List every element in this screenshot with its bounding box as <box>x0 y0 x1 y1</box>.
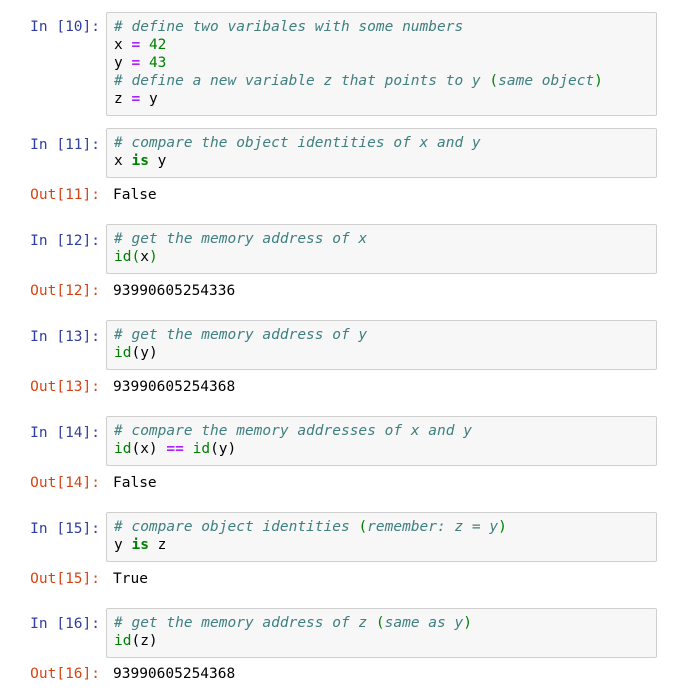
code-line: x = 42 <box>114 36 656 54</box>
code-line: id(z) <box>114 632 656 650</box>
code-token: ) <box>498 519 507 535</box>
code-token: id <box>114 441 132 457</box>
code-token <box>184 441 193 457</box>
code-token: ) <box>463 615 472 631</box>
code-cell-input[interactable]: # get the memory address of z (same as y… <box>106 608 657 658</box>
code-token: # get the memory address of z <box>114 615 376 631</box>
input-prompt: In [12]: <box>30 233 100 249</box>
cell-output: 93990605254336 <box>113 283 236 299</box>
code-line: x is y <box>114 152 656 170</box>
code-token: # compare the object identities of x and… <box>114 135 481 151</box>
output-prompt: Out[15]: <box>30 571 100 587</box>
code-token: id <box>114 249 132 265</box>
code-cell-input[interactable]: # get the memory address of y id(y) <box>106 320 657 370</box>
code-token <box>140 91 149 107</box>
code-token: (z) <box>131 633 158 649</box>
code-line: # get the memory address of y <box>114 326 656 344</box>
code-line: # define two varibales with some numbers <box>114 18 656 36</box>
code-token: = <box>131 55 141 71</box>
code-token: remember: z = y <box>367 519 499 535</box>
code-token <box>140 55 149 71</box>
code-token: (y) <box>210 441 237 457</box>
input-prompt: In [10]: <box>30 19 100 35</box>
code-token: ( <box>131 249 141 265</box>
code-token: ) <box>594 73 603 89</box>
code-token: = <box>131 37 141 53</box>
code-line: # compare the object identities of x and… <box>114 134 656 152</box>
code-token: id <box>114 345 132 361</box>
code-line: id(x) == id(y) <box>114 440 656 458</box>
code-line: # compare object identities (remember: z… <box>114 518 656 536</box>
code-token: y <box>114 537 123 553</box>
code-token: is <box>131 153 149 169</box>
code-token: ) <box>148 345 158 361</box>
code-token: # define a new variable z that points to… <box>114 73 490 89</box>
code-line: z = y <box>114 90 656 108</box>
output-prompt: Out[12]: <box>30 283 100 299</box>
cell-output: True <box>113 571 148 587</box>
code-token: x <box>114 37 123 53</box>
code-token: ) <box>148 249 158 265</box>
code-token: # compare object identities <box>114 519 359 535</box>
code-token: # compare the memory addresses of x and … <box>114 423 472 439</box>
code-token: id <box>192 441 211 457</box>
input-prompt: In [14]: <box>30 425 100 441</box>
cell-output: False <box>113 475 157 491</box>
code-line: y = 43 <box>114 54 656 72</box>
output-prompt: Out[14]: <box>30 475 100 491</box>
code-token: y <box>148 91 158 107</box>
code-cell-input[interactable]: # compare object identities (remember: z… <box>106 512 657 562</box>
code-line: # define a new variable z that points to… <box>114 72 656 90</box>
code-cell-input[interactable]: # define two varibales with some numbers… <box>106 12 657 116</box>
code-token: ( <box>489 73 499 89</box>
code-token: 42 <box>148 37 167 53</box>
code-line: # get the memory address of x <box>114 230 656 248</box>
output-prompt: Out[13]: <box>30 379 100 395</box>
input-prompt: In [13]: <box>30 329 100 345</box>
code-token: 43 <box>148 55 167 71</box>
code-line: # compare the memory addresses of x and … <box>114 422 656 440</box>
input-prompt: In [11]: <box>30 137 100 153</box>
code-token: z <box>114 91 123 107</box>
output-prompt: Out[16]: <box>30 666 100 682</box>
code-token: x <box>140 249 149 265</box>
code-token: y <box>140 345 149 361</box>
code-line: id(y) <box>114 344 656 362</box>
code-token: # get the memory address of x <box>114 231 368 247</box>
code-token: same as y <box>384 615 464 631</box>
code-token: == <box>166 441 184 457</box>
input-prompt: In [15]: <box>30 521 100 537</box>
code-token: ( <box>358 519 368 535</box>
code-cell-input[interactable]: # compare the memory addresses of x and … <box>106 416 657 466</box>
code-token: ( <box>375 615 385 631</box>
cell-output: 93990605254368 <box>113 666 236 682</box>
code-token <box>149 153 158 169</box>
code-token: ( <box>131 345 141 361</box>
code-line: y is z <box>114 536 656 554</box>
code-token: same object <box>498 73 595 89</box>
cell-output: False <box>113 187 157 203</box>
code-token: x <box>114 153 123 169</box>
cell-output: 93990605254368 <box>113 379 236 395</box>
code-token: = <box>131 91 141 107</box>
code-token: y <box>157 153 167 169</box>
input-prompt: In [16]: <box>30 616 100 632</box>
code-token: id <box>114 633 132 649</box>
code-token: # get the memory address of y <box>114 327 368 343</box>
code-token: (x) <box>131 441 158 457</box>
code-cell-input[interactable]: # get the memory address of x id(x) <box>106 224 657 274</box>
code-token: z <box>157 537 167 553</box>
code-token <box>140 37 149 53</box>
code-token: # define two varibales with some numbers <box>114 19 464 35</box>
code-token <box>149 537 158 553</box>
code-line: # get the memory address of z (same as y… <box>114 614 656 632</box>
output-prompt: Out[11]: <box>30 187 100 203</box>
code-token: y <box>114 55 123 71</box>
code-token: is <box>131 537 149 553</box>
code-line: id(x) <box>114 248 656 266</box>
code-cell-input[interactable]: # compare the object identities of x and… <box>106 128 657 178</box>
